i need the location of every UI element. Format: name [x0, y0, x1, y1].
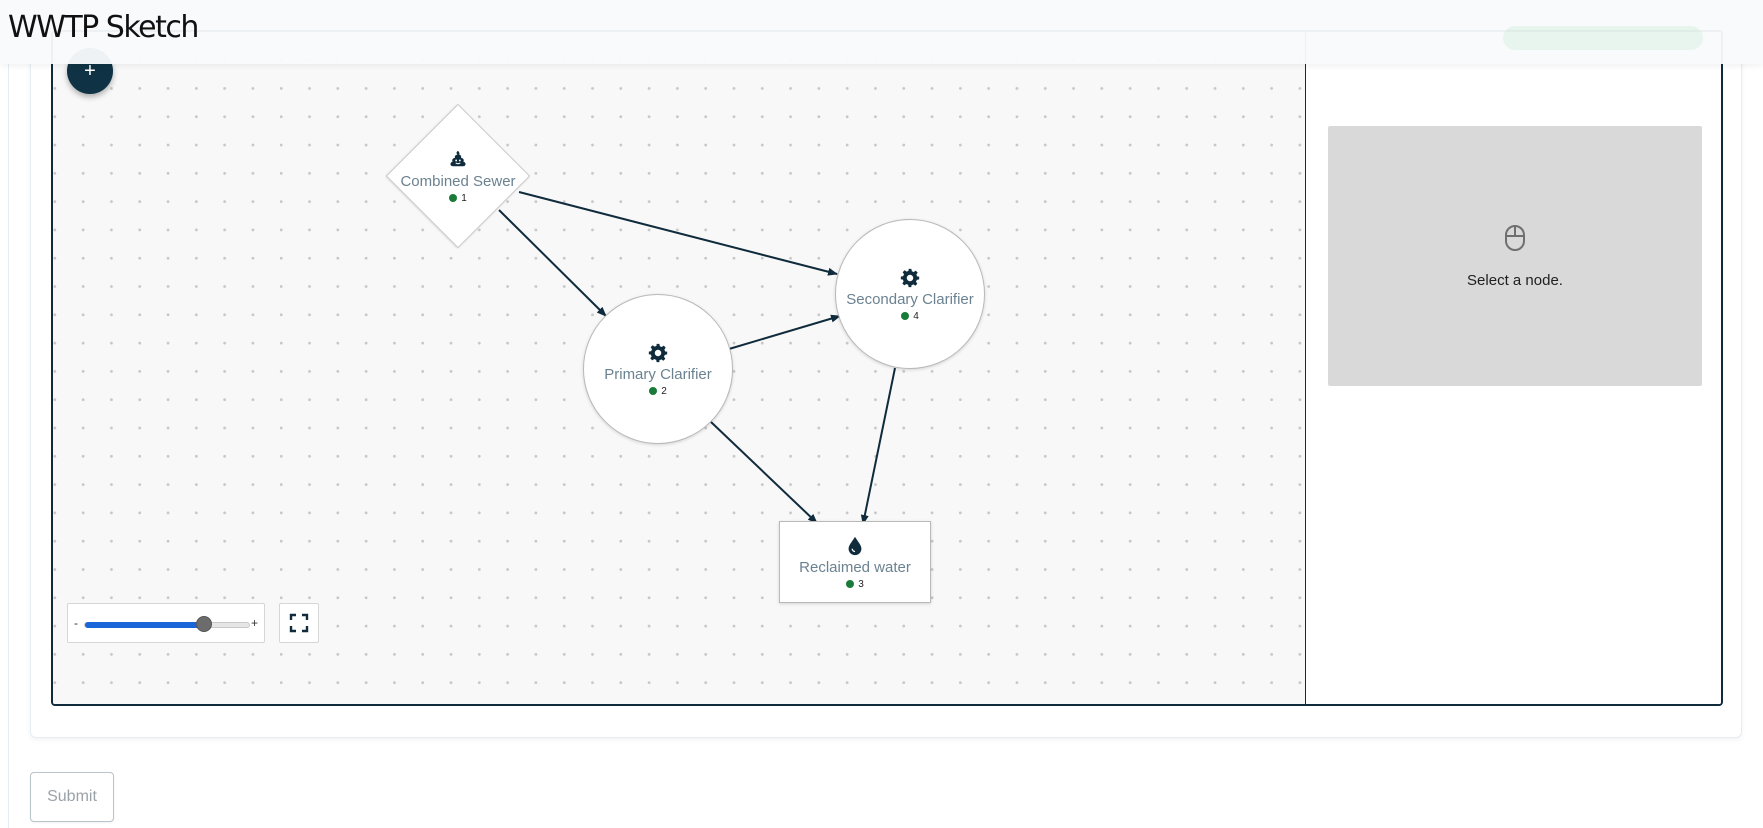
top-bar: WWTP Sketch	[0, 0, 1763, 64]
fit-view-button[interactable]	[279, 603, 319, 643]
zoom-in-label[interactable]: +	[251, 616, 259, 630]
rect-shape	[779, 521, 931, 603]
node-reclaimed-water[interactable]: Reclaimed water 3	[779, 521, 931, 603]
status-dot	[649, 387, 658, 395]
status-dot	[449, 194, 458, 202]
zoom-slider-fill	[85, 622, 205, 628]
node-meta: 1	[449, 193, 467, 204]
status-dot	[901, 312, 910, 320]
water-drop-icon	[848, 536, 862, 555]
node-id: 4	[913, 310, 919, 322]
poop-icon	[450, 150, 466, 166]
edge-1-to-4[interactable]	[518, 191, 838, 276]
node-label: Primary Clarifier	[604, 365, 712, 383]
left-rail	[8, 64, 9, 828]
node-primary-clarifier[interactable]: Primary Clarifier 2	[583, 294, 733, 444]
empty-selection-placeholder: Select a node.	[1328, 126, 1702, 386]
app-title: WWTP Sketch	[8, 10, 199, 45]
circle-shape	[835, 219, 985, 369]
zoom-slider-thumb[interactable]	[195, 616, 212, 632]
node-content: Reclaimed water 3	[799, 535, 911, 590]
node-id: 3	[858, 578, 864, 590]
zoom-out-label[interactable]: -	[74, 616, 78, 630]
node-content: Primary Clarifier 2	[604, 342, 712, 397]
diagram-canvas[interactable]: Combined Sewer 1 Primary Clarifier 2	[53, 32, 1306, 704]
edge-2-to-3[interactable]	[710, 421, 818, 524]
mouse-icon	[1505, 224, 1525, 251]
node-content: Secondary Clarifier 4	[846, 267, 974, 322]
gear-icon	[648, 343, 668, 362]
node-combined-sewer[interactable]: Combined Sewer 1	[386, 104, 530, 248]
zoom-control: - +	[67, 603, 265, 643]
node-meta: 2	[649, 386, 667, 397]
fullscreen-icon	[289, 613, 309, 633]
node-meta: 3	[846, 579, 864, 590]
submit-button[interactable]: Submit	[30, 772, 114, 822]
gear-icon	[900, 268, 920, 287]
circle-shape	[583, 294, 733, 444]
edge-1-to-2[interactable]	[498, 209, 607, 317]
zoom-slider[interactable]	[84, 622, 250, 628]
header-status-pill	[1503, 26, 1703, 50]
edge-4-to-3[interactable]	[860, 367, 896, 525]
node-meta: 4	[901, 311, 919, 322]
edge-2-to-4[interactable]	[728, 314, 841, 350]
node-id: 1	[461, 192, 467, 204]
diagram-editor: Combined Sewer 1 Primary Clarifier 2	[51, 30, 1723, 706]
node-details-panel: Select a node.	[1306, 32, 1721, 704]
node-label: Combined Sewer	[400, 172, 516, 190]
select-node-message: Select a node.	[1467, 271, 1563, 289]
status-dot	[846, 580, 855, 588]
node-secondary-clarifier[interactable]: Secondary Clarifier 4	[835, 219, 985, 369]
node-label: Secondary Clarifier	[846, 290, 974, 308]
node-label: Reclaimed water	[799, 558, 911, 576]
node-id: 2	[661, 385, 667, 397]
node-content: Combined Sewer 1	[400, 149, 516, 204]
edges-layer	[498, 191, 896, 525]
